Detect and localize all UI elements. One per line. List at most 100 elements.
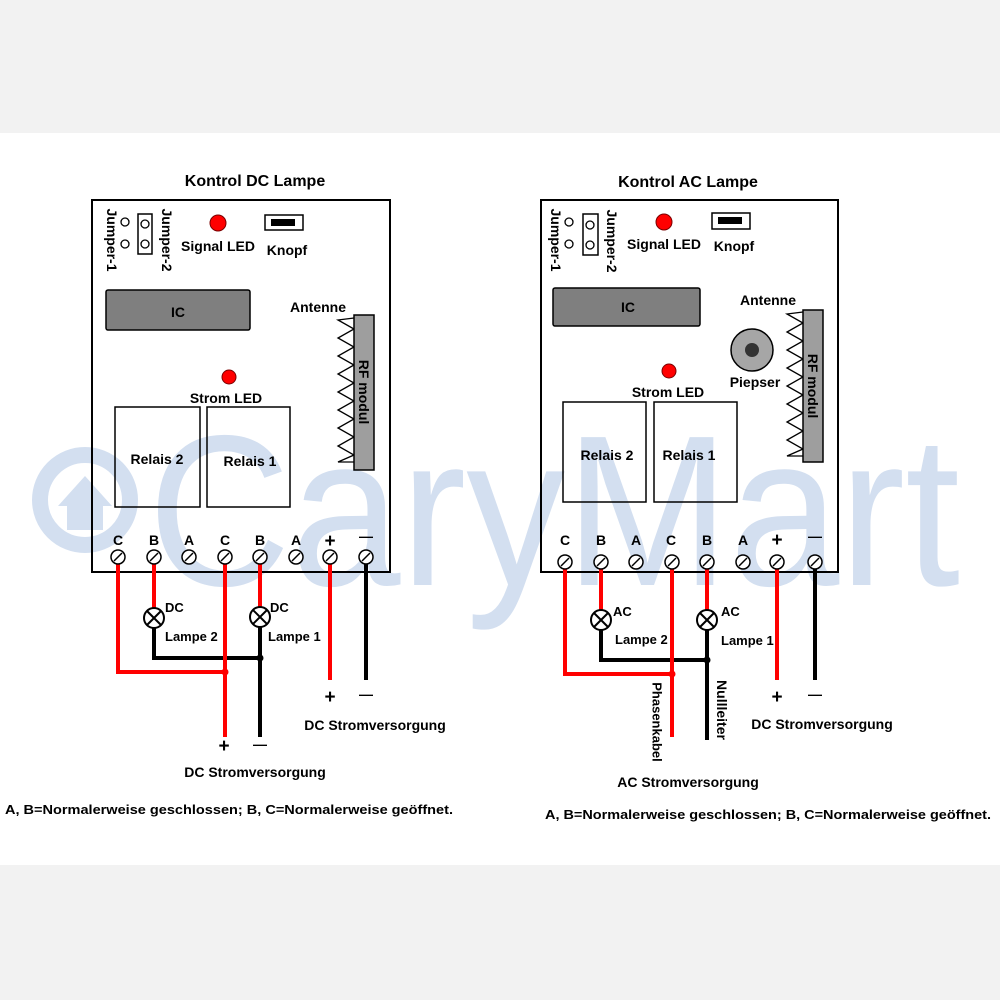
ac-rf-module-label: RF modul [805,354,821,419]
ac-title: Kontrol AC Lampe [618,174,758,191]
dc-lamp-1-type: DC [270,600,289,615]
dc-rf-module-label: RF modul [356,360,372,425]
top-band [0,0,1000,133]
ac-piepser-center [745,343,759,357]
dc-terminal-label: — [359,528,373,544]
ac-footnote: A, B=Normalerweise geschlossen; B, C=Nor… [545,807,991,822]
dc-relay-1-label: Relais 1 [224,453,277,469]
dc-rf-module [353,314,375,471]
dc-terminal-screw-slot [149,552,159,562]
dc-terminal-screw-slot [220,552,230,562]
ac-lamp-1-icon [696,609,718,631]
ac-signal-led-label: Signal LED [627,236,701,252]
ac-terminal-screw-slot [810,557,820,567]
ac-terminal-screw-slot [702,557,712,567]
ac-terminal-screw-slot [738,557,748,567]
dc-relay-2 [114,406,201,508]
ac-jumper-1-pin [564,217,574,227]
ac-jumper-1-label: Jumper-1 [548,208,564,271]
ac-lamp-2-label: Lampe 2 [615,632,668,647]
dc-relay-2-label: Relais 2 [131,451,184,467]
ac-lamp-2-icon [590,609,612,631]
ac-antenna-coil [784,311,805,457]
ac-board-supply-plus: + [771,687,782,708]
dc-jumper-2-pin [140,239,150,249]
ac-terminal-label: C [666,532,676,548]
ac-ic-label: IC [621,299,635,315]
dc-terminal-screw-slot [184,552,194,562]
ac-jumper-2-label: Jumper-2 [604,209,620,272]
ac-terminal-screw-slot [667,557,677,567]
dc-ic-label: IC [171,304,185,320]
ac-signal-led [655,213,673,231]
dc-terminal-label: B [255,532,265,548]
dc-lamp-supply-label: DC Stromversorgung [184,764,326,780]
ac-lamp-1-type: AC [721,604,740,619]
ac-terminal-screw-slot [596,557,606,567]
ac-terminal-screw-slot [560,557,570,567]
dc-jumper-2-pin [140,219,150,229]
dc-jumper-1-label: Jumper-1 [104,208,120,271]
ac-terminal-label: — [808,528,822,544]
ac-junction-red [668,670,676,678]
ac-terminal-label: B [596,532,606,548]
ac-strom-led [661,363,677,379]
bottom-band [0,865,1000,1000]
ac-terminal-screw-slot [631,557,641,567]
ac-terminal-label: B [702,532,712,548]
ac-board-supply-minus: — [808,686,822,702]
dc-terminal-screw-slot [325,552,335,562]
ac-rf-module [802,309,824,463]
dc-jumper-2-label: Jumper-2 [159,208,175,271]
dc-board-supply-label: DC Stromversorgung [304,717,446,733]
watermark-text: CaryMart [148,390,960,631]
dc-terminal-label: B [149,532,159,548]
dc-antenne-label: Antenne [290,299,346,315]
ac-lamp-1-label: Lampe 1 [721,633,774,648]
dc-terminal-screw-slot [291,552,301,562]
ac-knopf-actuator [718,217,742,224]
ac-knopf-button [711,212,751,230]
dc-lamp-2-label: Lampe 2 [165,629,218,644]
dc-terminal-screw-slot [361,552,371,562]
ac-jumper-2-header [582,213,599,256]
dc-footnote: A, B=Normalerweise geschlossen; B, C=Nor… [5,802,453,817]
ac-junction-black [703,656,711,664]
ac-lamp-supply-label: AC Stromversorgung [617,774,759,790]
dc-lamp-2-icon [143,607,165,629]
ac-terminal-label: C [560,532,570,548]
ac-wire-c1 [563,562,672,676]
dc-knopf-label: Knopf [267,242,308,258]
dc-knopf-actuator [271,219,295,226]
dc-wire-c1 [116,557,225,674]
ac-relay-2 [562,401,647,503]
dc-terminal-label: A [184,532,194,548]
ac-strom-led-label: Strom LED [632,384,704,400]
dc-signal-led [209,214,227,232]
ac-relay-2-label: Relais 2 [581,447,634,463]
dc-terminal-label: + [324,531,335,552]
ac-lamp-2-type: AC [613,604,632,619]
dc-terminal-label: A [291,532,301,548]
dc-junction-red [221,668,229,676]
dc-lamp-supply-plus: + [218,736,229,757]
ac-piepser-label: Piepser [730,374,781,390]
dc-strom-led [221,369,237,385]
ac-neutral-wire-label: Nullleiter [714,680,730,740]
dc-lamp-1-label: Lampe 1 [268,629,321,644]
ac-knopf-label: Knopf [714,238,755,254]
dc-terminal-screw-slot [113,552,123,562]
ac-phase-wire-label: Phasenkabel [649,682,664,762]
dc-board-supply-plus: + [324,687,335,708]
ac-terminal-label: + [771,530,782,551]
ac-antenne-label: Antenne [740,292,796,308]
dc-lamp-supply-minus: — [253,736,267,752]
dc-board-supply-minus: — [359,686,373,702]
dc-jumper-1-pin [120,217,130,227]
dc-terminal-screws [110,549,374,565]
dc-board [91,199,391,573]
ac-jumper-2-pin [585,220,595,230]
dc-terminal-label: C [220,532,230,548]
dc-terminal-screw-slot [255,552,265,562]
